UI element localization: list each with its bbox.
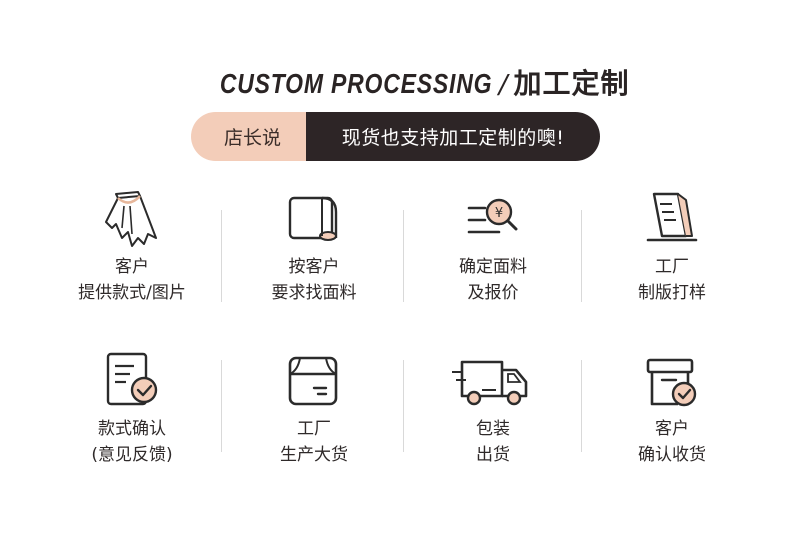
- step-8: 客户 确认收货: [597, 350, 747, 468]
- skirt-icon: [105, 191, 157, 247]
- step-3-label-2: 及报价: [467, 283, 519, 303]
- step-4: 工厂 制版打样: [597, 188, 747, 306]
- banner-label: 店长说: [191, 112, 306, 161]
- divider: [403, 210, 404, 302]
- step-7: 包装 出货: [418, 350, 568, 468]
- step-7-label-1: 包装: [476, 419, 510, 439]
- step-1-label-1: 客户: [115, 257, 149, 277]
- banner: 店长说 现货也支持加工定制的噢!: [191, 112, 600, 161]
- step-4-label-2: 制版打样: [638, 283, 706, 303]
- divider: [403, 360, 404, 452]
- step-8-label-1: 客户: [655, 419, 689, 439]
- fabric-roll-icon: [288, 196, 338, 241]
- step-5-label-1: 款式确认: [98, 419, 166, 439]
- step-6: 工厂 生产大货: [239, 350, 389, 468]
- price-search-icon: ¥: [467, 198, 518, 234]
- step-4-label-1: 工厂: [655, 257, 689, 277]
- box-icon: [288, 356, 338, 406]
- divider: [581, 210, 582, 302]
- step-8-label-2: 确认收货: [638, 445, 706, 465]
- divider: [581, 360, 582, 452]
- step-5: 款式确认 (意见反馈): [57, 350, 207, 468]
- step-2-label-1: 按客户: [288, 257, 340, 277]
- step-6-label-2: 生产大货: [280, 445, 348, 465]
- step-7-label-2: 出货: [476, 445, 510, 465]
- divider: [221, 210, 222, 302]
- step-1: 客户 提供款式/图片: [57, 188, 207, 306]
- step-2-label-2: 要求找面料: [271, 283, 357, 303]
- svg-text:¥: ¥: [495, 206, 503, 221]
- divider: [221, 360, 222, 452]
- title-english: CUSTOM PROCESSING: [220, 68, 493, 99]
- banner-message: 现货也支持加工定制的噢!: [306, 112, 600, 161]
- step-3: ¥ 确定面料 及报价: [418, 188, 568, 306]
- page-title: CUSTOM PROCESSING/加工定制: [0, 62, 790, 102]
- title-separator: /: [498, 70, 508, 100]
- step-5-label-2: (意见反馈): [91, 445, 173, 465]
- truck-icon: [452, 360, 528, 406]
- title-chinese: 加工定制: [513, 67, 630, 100]
- ruler-book-icon: [646, 192, 698, 242]
- box-check-icon: [646, 358, 697, 407]
- step-3-label-1: 确定面料: [459, 257, 527, 277]
- step-2: 按客户 要求找面料: [239, 188, 389, 306]
- step-1-label-2: 提供款式/图片: [78, 283, 186, 303]
- step-6-label-1: 工厂: [297, 419, 331, 439]
- document-check-icon: [106, 352, 158, 406]
